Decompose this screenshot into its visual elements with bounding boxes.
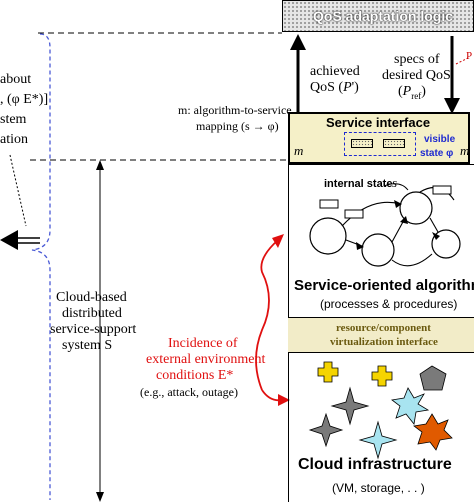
top-right-partial-label: P	[466, 50, 473, 62]
state-arrowhead-3	[400, 216, 408, 224]
virtualization-line-1: resource/component	[336, 322, 431, 334]
cloud-infra-title: Cloud infrastructure	[298, 456, 452, 473]
specs-qos-line-3: (Pref)	[398, 84, 426, 102]
achieved-qos-line-1: achieved	[310, 64, 360, 79]
specs-close-paren: )	[421, 84, 426, 99]
achieved-qos-prime: '	[351, 80, 355, 95]
state-node-1	[309, 217, 347, 255]
specs-open-paren: (	[398, 84, 403, 99]
virtualization-line-2: virtualization interface	[330, 336, 438, 348]
specs-qos-line-2: desired QoS	[382, 68, 451, 83]
left-partial-line-3: stem	[0, 112, 27, 127]
internal-state-text: internal state	[324, 178, 393, 190]
achieved-qos-text: QoS (	[310, 80, 344, 95]
specs-sub: ref	[411, 90, 422, 101]
cloud-system-line-1: Cloud-based	[56, 290, 127, 305]
specs-var: P	[402, 84, 412, 99]
cloud-system-line-2: distributed	[62, 306, 122, 321]
left-partial-line-4: ation	[0, 132, 28, 147]
state-node-3	[399, 191, 433, 225]
achieved-qos-arrow-head	[290, 34, 306, 50]
system-dimension-arrow-top	[96, 160, 104, 170]
mapping-line-1: m: algorithm-to-service	[178, 103, 292, 117]
internal-state-var: s	[392, 175, 398, 190]
yellow-cross-shape-2	[371, 365, 393, 387]
service-interface-box: Service interface visible state φ m m	[288, 112, 470, 164]
incidence-line-2: external environment	[146, 352, 266, 367]
cloud-infrastructure-box	[288, 352, 474, 502]
state-arrowhead-1	[394, 200, 402, 208]
cyan-star-shape	[358, 420, 398, 460]
achieved-qos-line-2: QoS (P')	[310, 80, 359, 95]
qos-adaptation-label: QoS adaptation logic	[313, 8, 454, 24]
cloud-system-line-3: service-support	[50, 322, 137, 337]
m-right-label: m	[460, 143, 470, 158]
state-rect-1	[319, 199, 339, 209]
visible-state-label-1: visible	[424, 134, 456, 145]
state-arrowhead-4	[432, 232, 440, 240]
visible-state-box	[344, 132, 416, 156]
virtualization-band	[288, 318, 474, 352]
m-left-label: m	[294, 143, 304, 158]
orange-burst-shape	[413, 413, 453, 451]
cyan-burst-shape	[391, 387, 430, 425]
incidence-arrow-up-head	[272, 234, 284, 248]
incidence-line-1: Incidence of	[168, 336, 238, 351]
gray-star-shape-1	[330, 386, 370, 426]
algorithm-title: Service-oriented algorithm	[294, 277, 474, 294]
cloud-infra-subtitle: (VM, storage, . . )	[332, 481, 425, 495]
gray-star-shape-2	[308, 412, 344, 448]
state-edge-3	[391, 219, 405, 243]
state-rect-3	[432, 185, 452, 195]
achieved-qos-close: )	[354, 80, 359, 95]
incidence-line-3: conditions E*	[156, 368, 234, 383]
state-edge-5	[391, 253, 433, 267]
state-edge-1	[341, 201, 401, 227]
visible-state-rect-1	[351, 139, 373, 148]
state-arrowhead-2	[356, 242, 364, 250]
mapping-line-2: mapping (s → φ)	[196, 119, 279, 133]
left-partial-line-1: about	[0, 72, 32, 87]
left-brace	[31, 33, 51, 500]
algorithm-subtitle: (processes & procedures)	[320, 297, 458, 311]
visible-state-label-2: state φ	[420, 148, 454, 159]
gray-pentagon-shape	[419, 365, 447, 391]
internal-state-label: internal state	[324, 178, 392, 190]
system-dimension-arrow-bottom	[96, 492, 104, 502]
achieved-qos-var: P	[343, 80, 352, 95]
left-dotted-pointer	[9, 154, 27, 227]
incidence-arrow-down-head	[278, 394, 290, 406]
visible-state-rect-2	[383, 139, 405, 148]
algorithm-box	[288, 164, 474, 318]
internal-state-pointer	[383, 183, 409, 191]
specs-qos-line-1: specs of	[394, 52, 440, 67]
qos-adaptation-box: QoS adaptation logic	[282, 0, 474, 32]
cloud-system-line-4: system S	[62, 338, 113, 353]
incidence-line-4: (e.g., attack, outage)	[140, 385, 238, 399]
state-rect-2	[344, 209, 364, 219]
state-node-4	[431, 229, 461, 259]
left-partial-line-2: , (φ E*)]	[0, 92, 49, 107]
specs-qos-arrow-head	[444, 98, 460, 114]
service-interface-title: Service interface	[326, 115, 431, 130]
yellow-cross-shape-1	[317, 361, 339, 383]
state-node-2	[361, 233, 395, 267]
left-arrow-head	[0, 230, 18, 250]
incidence-arrow-up	[255, 239, 279, 391]
state-edge-4	[429, 217, 439, 233]
